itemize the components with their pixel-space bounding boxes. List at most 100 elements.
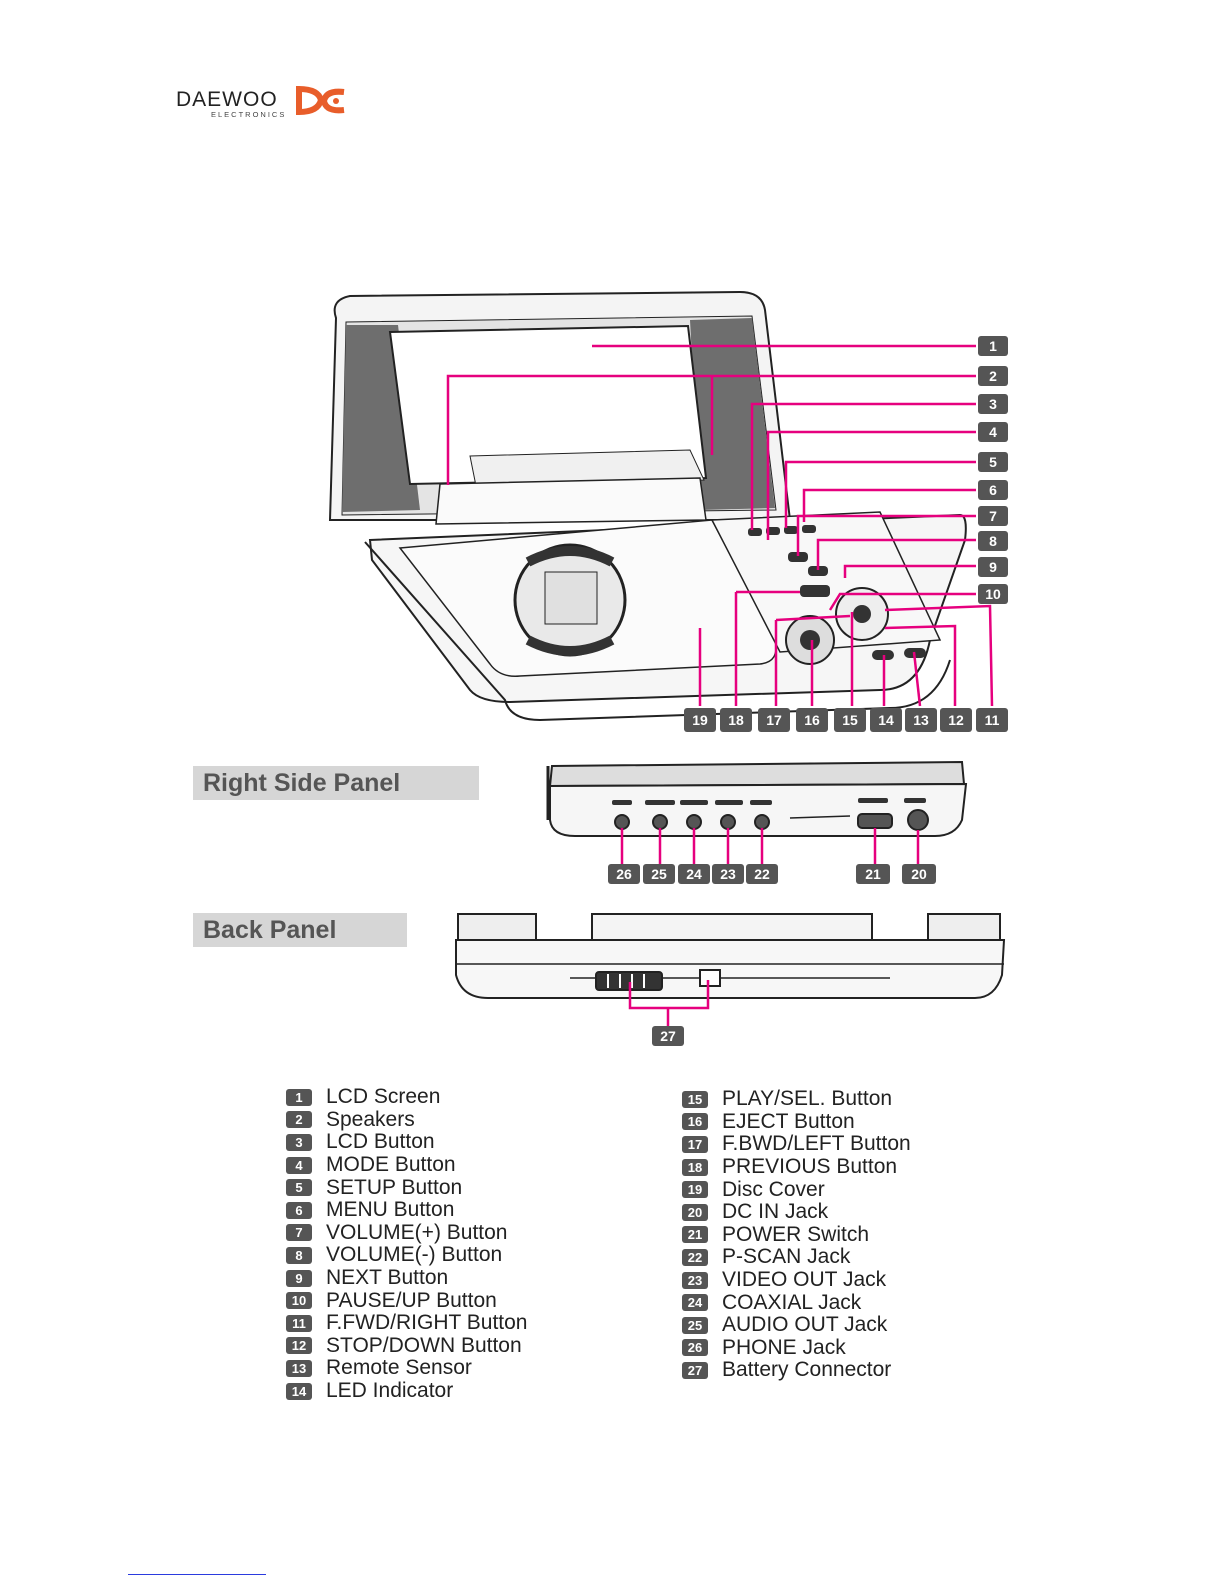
player-illustration bbox=[328, 290, 967, 722]
legend-number-badge: 25 bbox=[682, 1316, 708, 1334]
svg-text:22: 22 bbox=[754, 866, 770, 882]
svg-text:17: 17 bbox=[766, 712, 782, 728]
legend-item: 20 DC IN Jack bbox=[682, 1200, 911, 1224]
callout-badges-front: 1 2 3 4 5 6 7 8 9 10 bbox=[978, 336, 1008, 604]
legend-number-badge: 12 bbox=[286, 1337, 312, 1355]
legend-label: DC IN Jack bbox=[722, 1200, 829, 1224]
badge-10: 10 bbox=[978, 584, 1008, 604]
callout-badges-bottom: 19 18 17 16 15 14 13 12 11 bbox=[684, 708, 1008, 732]
callout-lines-front bbox=[446, 344, 994, 707]
back-panel-illustration bbox=[455, 913, 1006, 999]
callout-badge-27: 27 bbox=[652, 1026, 684, 1046]
svg-text:5: 5 bbox=[989, 454, 997, 470]
legend-number-badge: 18 bbox=[682, 1158, 708, 1176]
legend-item: 8 VOLUME(-) Button bbox=[286, 1243, 527, 1267]
svg-text:19: 19 bbox=[692, 712, 708, 728]
legend-number-badge: 5 bbox=[286, 1179, 312, 1197]
legend-number-badge: 23 bbox=[682, 1271, 708, 1289]
legend-number-badge: 22 bbox=[682, 1248, 708, 1266]
badge-2: 2 bbox=[978, 366, 1008, 386]
legend-item: 16 EJECT Button bbox=[682, 1109, 911, 1134]
legend-label: COAXIAL Jack bbox=[722, 1290, 862, 1314]
legend-label: PLAY/SEL. Button bbox=[722, 1087, 893, 1111]
badge-24: 24 bbox=[678, 864, 710, 884]
legend-label: LCD Button bbox=[326, 1130, 435, 1154]
legend-label: VOLUME(-) Button bbox=[326, 1243, 503, 1267]
legend-label: MODE Button bbox=[326, 1153, 456, 1177]
badge-1: 1 bbox=[978, 336, 1008, 356]
back-panel-label: Back Panel bbox=[193, 913, 407, 947]
svg-text:26: 26 bbox=[616, 866, 632, 882]
legend-number-badge: 1 bbox=[286, 1088, 312, 1106]
legend-number-badge: 4 bbox=[286, 1156, 312, 1174]
badge-25: 25 bbox=[643, 864, 675, 884]
legend-label: LED Indicator bbox=[326, 1379, 454, 1403]
badge-8: 8 bbox=[978, 531, 1008, 551]
legend-item: 25 AUDIO OUT Jack bbox=[682, 1313, 911, 1337]
svg-text:24: 24 bbox=[686, 866, 702, 882]
legend-number-badge: 26 bbox=[682, 1339, 708, 1357]
svg-text:9: 9 bbox=[989, 559, 997, 575]
badge-3: 3 bbox=[978, 394, 1008, 414]
legend-label: POWER Switch bbox=[722, 1222, 870, 1246]
badge-7: 7 bbox=[978, 506, 1008, 526]
legend-label: Battery Connector bbox=[722, 1358, 892, 1382]
svg-text:25: 25 bbox=[651, 866, 667, 882]
legend-number-badge: 6 bbox=[286, 1201, 312, 1219]
badge-17: 17 bbox=[758, 708, 790, 732]
legend-number-badge: 19 bbox=[682, 1181, 708, 1199]
svg-text:16: 16 bbox=[804, 712, 820, 728]
badge-11: 11 bbox=[976, 708, 1008, 732]
svg-text:12: 12 bbox=[948, 712, 964, 728]
legend-item: 23 VIDEO OUT Jack bbox=[682, 1268, 911, 1292]
badge-19: 19 bbox=[684, 708, 716, 732]
legend-number-badge: 7 bbox=[286, 1224, 312, 1242]
legend-number-badge: 16 bbox=[682, 1113, 708, 1131]
svg-text:14: 14 bbox=[878, 712, 894, 728]
legend-label: SETUP Button bbox=[326, 1175, 463, 1199]
legend-number-badge: 8 bbox=[286, 1246, 312, 1264]
svg-text:21: 21 bbox=[865, 866, 881, 882]
svg-text:7: 7 bbox=[989, 508, 997, 524]
legend-label: PAUSE/UP Button bbox=[326, 1288, 497, 1312]
legend-number-badge: 20 bbox=[682, 1203, 708, 1221]
badge-14: 14 bbox=[870, 708, 902, 732]
legend-number-badge: 10 bbox=[286, 1292, 312, 1310]
legend-item: 4 MODE Button bbox=[286, 1153, 527, 1177]
legend-label: VIDEO OUT Jack bbox=[722, 1268, 887, 1292]
svg-text:11: 11 bbox=[985, 712, 1000, 728]
legend-number-badge: 14 bbox=[286, 1382, 312, 1400]
svg-text:4: 4 bbox=[989, 424, 997, 440]
legend-label: VOLUME(+) Button bbox=[326, 1220, 508, 1244]
legend-label: AUDIO OUT Jack bbox=[722, 1313, 888, 1337]
badge-22: 22 bbox=[746, 864, 778, 884]
svg-text:15: 15 bbox=[842, 712, 858, 728]
legend-label: F.BWD/LEFT Button bbox=[722, 1132, 911, 1156]
legend-label: Remote Sensor bbox=[326, 1356, 472, 1380]
legend-label: NEXT Button bbox=[326, 1266, 449, 1290]
daewoo-logo: DAEWOO ELECTRONICS bbox=[176, 85, 345, 119]
legend-label: F.FWD/RIGHT Button bbox=[326, 1311, 528, 1335]
svg-text:27: 27 bbox=[660, 1028, 676, 1044]
legend-number-badge: 2 bbox=[286, 1111, 312, 1129]
legend-item: 7 VOLUME(+) Button bbox=[286, 1220, 527, 1245]
badge-20: 20 bbox=[902, 864, 936, 884]
legend-label: EJECT Button bbox=[722, 1109, 855, 1133]
right-side-panel-illustration bbox=[546, 760, 968, 837]
badge-15: 15 bbox=[834, 708, 866, 732]
svg-text:1: 1 bbox=[989, 338, 997, 354]
svg-text:DAEWOO: DAEWOO bbox=[176, 88, 278, 111]
badge-26: 26 bbox=[608, 864, 640, 884]
footer-link-underline bbox=[128, 1574, 266, 1575]
svg-text:2: 2 bbox=[989, 368, 997, 384]
